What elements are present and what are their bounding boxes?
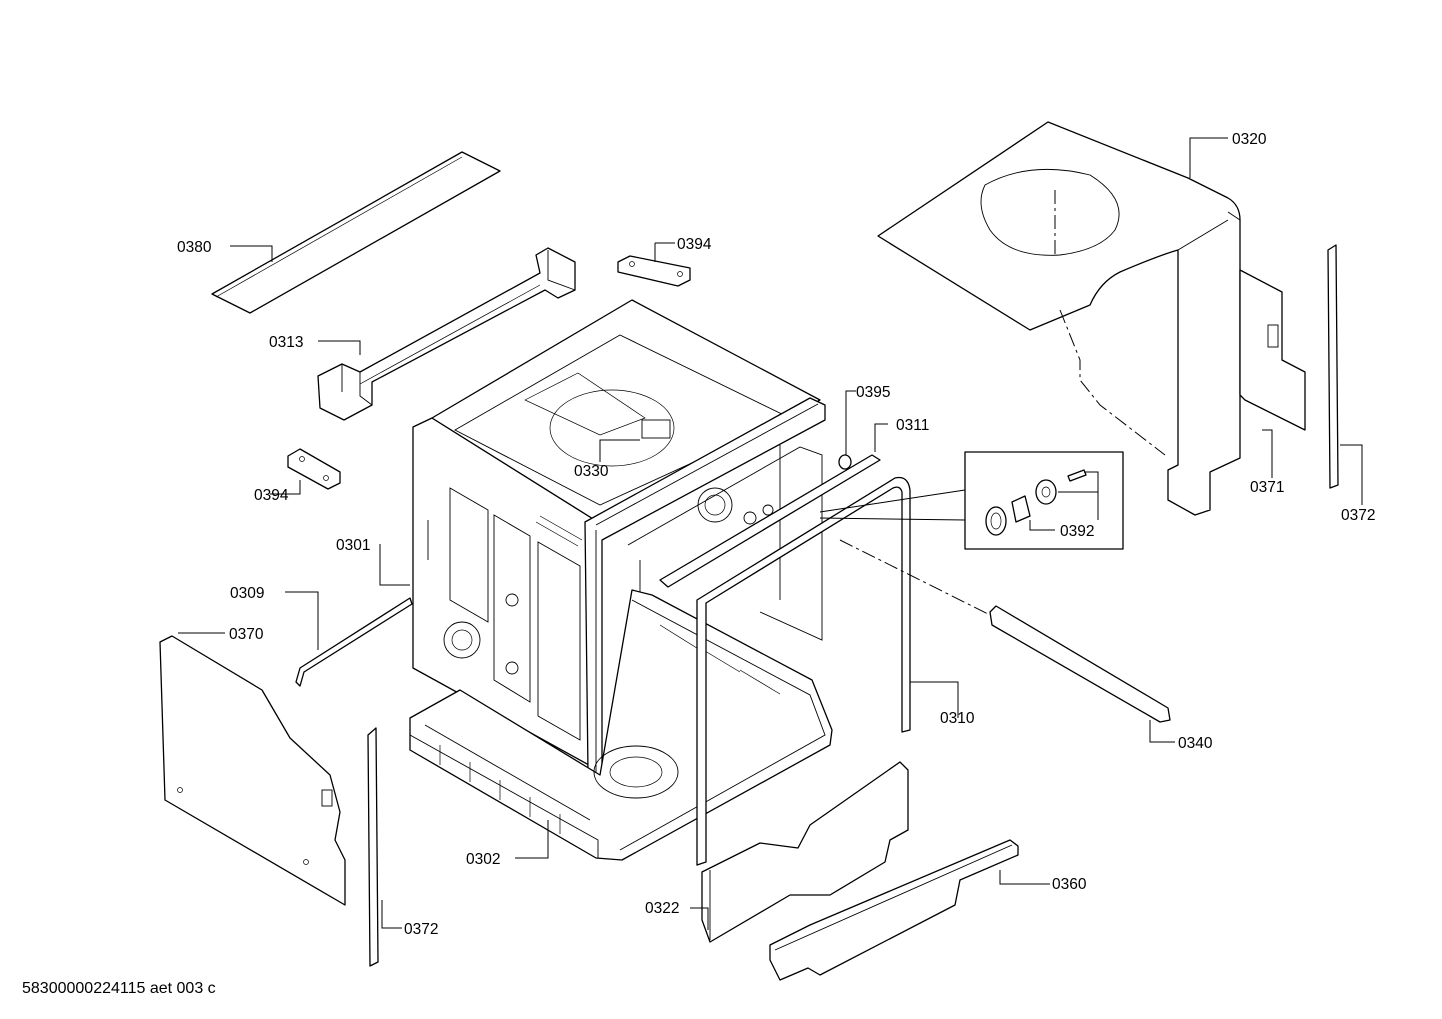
part-0392-detail-box (819, 451, 1124, 550)
part-0372-strip-left (367, 727, 379, 967)
label-0320: 0320 (1232, 131, 1267, 148)
part-0371-panel (1239, 269, 1306, 431)
leader-lines (178, 137, 1363, 930)
part-0309-rod (295, 597, 413, 687)
label-0340: 0340 (1178, 735, 1213, 752)
part-0380-strip (211, 151, 501, 314)
label-0395: 0395 (856, 384, 890, 401)
label-0370: 0370 (229, 626, 264, 643)
part-0360-rail (769, 839, 1019, 981)
part-0372-strip-right (1327, 244, 1339, 489)
part-0394-bracket-top (617, 255, 691, 287)
label-0322: 0322 (645, 900, 679, 917)
label-0310: 0310 (940, 710, 975, 727)
drawing-reference-number: 58300000224115 aet 003 c (22, 980, 216, 997)
label-0313: 0313 (269, 334, 303, 351)
label-0394-left: 0394 (254, 487, 289, 504)
part-0320-cover (877, 121, 1241, 516)
part-0395-ring (838, 454, 852, 470)
label-0301: 0301 (336, 537, 370, 554)
label-0372-right: 0372 (1341, 507, 1375, 524)
part-0370-panel (159, 635, 346, 906)
part-0302-base (409, 589, 833, 861)
label-0360: 0360 (1052, 876, 1087, 893)
label-0302: 0302 (466, 851, 500, 868)
part-0322-kickplate (701, 761, 909, 943)
part-0340-rail (839, 539, 1171, 723)
label-0380: 0380 (177, 239, 212, 256)
label-0394-top: 0394 (677, 236, 712, 253)
part-0313-channel (317, 247, 576, 421)
part-0394-bracket-left (287, 448, 341, 490)
label-0392: 0392 (1060, 523, 1094, 540)
part-0301-tub (412, 299, 826, 781)
label-0311: 0311 (896, 417, 929, 434)
part-0310-seal (696, 476, 911, 866)
label-0330: 0330 (574, 463, 609, 480)
label-0372-left: 0372 (404, 921, 438, 938)
part-0311-strip (659, 454, 881, 588)
label-0309: 0309 (230, 585, 264, 602)
label-0371: 0371 (1250, 479, 1284, 496)
